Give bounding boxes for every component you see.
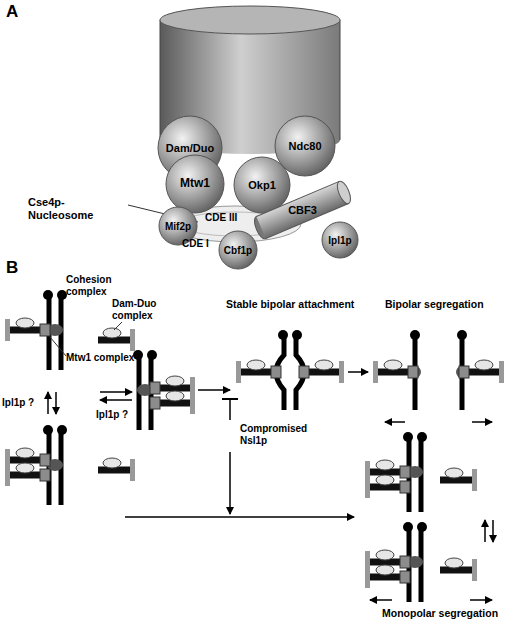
part-label: Mtw1 complex (66, 352, 146, 364)
regulator-label: Ipl1p ? (96, 409, 144, 421)
cohesin (292, 330, 302, 340)
arrow (55, 392, 57, 414)
arrow (100, 391, 132, 393)
leader-line (50, 337, 66, 356)
chromosome-state (133, 350, 195, 430)
chromosome-state (373, 330, 421, 410)
protein-sphere: Ipl1p (321, 221, 359, 259)
panel-letter: A (6, 2, 30, 22)
arrow (492, 520, 494, 542)
arrow (385, 421, 405, 423)
node-label: Mtw1 (180, 177, 210, 190)
microtubule-attachment (5, 318, 50, 341)
condition-label: Compromised Nsl1p (240, 423, 320, 447)
microtubule-attachment (459, 360, 504, 383)
microtubule-attachment (5, 463, 50, 486)
microtubule-top (160, 6, 340, 34)
part-label: CDE I (182, 238, 218, 250)
chromosome-state (5, 290, 67, 370)
microtubule-attachment (365, 565, 410, 588)
part-label: CDE III (205, 212, 251, 224)
arrow (198, 389, 230, 391)
node-label: CBF3 (288, 204, 317, 216)
free-microtubule (98, 458, 135, 481)
microtubule-attachment (365, 475, 410, 498)
protein-sphere: Mtw1 (165, 154, 225, 214)
chromosome-state (236, 330, 344, 410)
sphere (322, 222, 358, 258)
sphere (166, 155, 224, 213)
node-label: Okp1 (248, 179, 276, 191)
chromosome-state (456, 330, 504, 410)
node-label: Dam/Duo (166, 142, 214, 154)
state-label: Monopolar segregation (382, 607, 512, 620)
protein-sphere: Cbf1p (218, 230, 258, 270)
leader-line (114, 322, 122, 330)
microtubule-attachment (373, 360, 418, 383)
sphere (234, 157, 290, 213)
node-label: Cbf1p (224, 245, 252, 256)
arrow (125, 516, 354, 518)
state-label: Bipolar segregation (385, 298, 510, 311)
cylinder-end (335, 179, 354, 205)
chromosome-state (365, 432, 427, 512)
microtubule-attachment (150, 391, 195, 414)
sphere (219, 231, 257, 269)
cylinder-edge (256, 181, 339, 216)
cylinder-edge (160, 20, 161, 140)
arrow (47, 392, 49, 414)
part-label: Dam-Duo complex (112, 298, 170, 322)
chromosome-state (5, 425, 67, 505)
arrow (470, 599, 492, 601)
cylinder-edge (340, 20, 341, 140)
part-label: Cohesion complex (66, 274, 121, 298)
arrow (348, 371, 368, 373)
panel-letter: B (6, 258, 30, 278)
arrow (472, 421, 492, 423)
regulator-label: Ipl1p ? (2, 397, 46, 409)
part-label: Cse4p-Nucleosome (28, 196, 130, 222)
cohesin (278, 330, 288, 340)
node-label: Ipl1p (328, 235, 351, 246)
state-label: Stable bipolar attachment (226, 298, 378, 311)
node-label: Mif2p (165, 221, 191, 232)
arrow (100, 399, 132, 401)
free-microtubule (440, 468, 477, 491)
arrow (484, 520, 486, 542)
node-label: Ndc80 (288, 140, 321, 152)
chromosome-state (365, 522, 427, 602)
arrow (370, 599, 392, 601)
free-microtubule (98, 328, 135, 351)
free-microtubule (440, 558, 477, 581)
arrow (229, 452, 231, 514)
microtubule-attachment (236, 360, 281, 383)
inhibition-line (229, 399, 231, 420)
inhibition-bar (222, 398, 238, 400)
microtubule-attachment (299, 360, 344, 383)
